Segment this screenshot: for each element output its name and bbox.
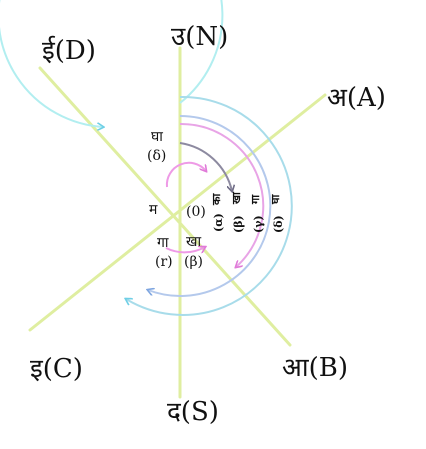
direction-south-label: द(S) (167, 397, 219, 427)
arc-labels: का (α) खा (β) गा (γ) घा (δ) (210, 191, 285, 233)
arc-alpha (126, 95, 293, 316)
direction-a-label: अ(A) (327, 83, 386, 113)
angle-kha-label: खा (186, 234, 201, 250)
origin-label: (0) (186, 204, 206, 220)
angle-gha-label: घा (151, 129, 163, 145)
arc-small-ma (165, 161, 206, 188)
angle-r-label: (r) (155, 254, 173, 270)
arc-gha-label: घा (269, 193, 282, 205)
arc-gamma-label: (γ) (252, 215, 265, 233)
ma-label: म (149, 202, 158, 218)
angle-ga-label: गा (157, 235, 169, 251)
angle-beta-label: (β) (184, 254, 203, 270)
arc-delta (179, 142, 232, 191)
arc-beta-label: (β) (232, 215, 245, 233)
axis-lines (28, 46, 327, 399)
direction-c-label: इ(C) (30, 354, 83, 384)
direction-d-label: ई(D) (42, 35, 96, 66)
a-c-line (28, 93, 327, 332)
arc-kha-label: खा (230, 191, 243, 205)
arc-reflex-delta (0, 0, 224, 127)
angle-delta-label: (δ) (147, 148, 166, 164)
arc-delta-label: (δ) (272, 215, 285, 233)
angle-arcs (0, 0, 293, 316)
arc-ga-label: गा (249, 194, 262, 205)
arc-ka-label: का (210, 193, 223, 206)
direction-b-label: आ(B) (282, 353, 348, 383)
d-b-line (38, 66, 292, 347)
arc-gamma (179, 122, 265, 267)
arc-small-r (165, 247, 205, 252)
arc-beta (148, 114, 272, 297)
arc-alpha-label: (α) (212, 213, 225, 232)
direction-north-label: उ(N) (171, 22, 228, 52)
